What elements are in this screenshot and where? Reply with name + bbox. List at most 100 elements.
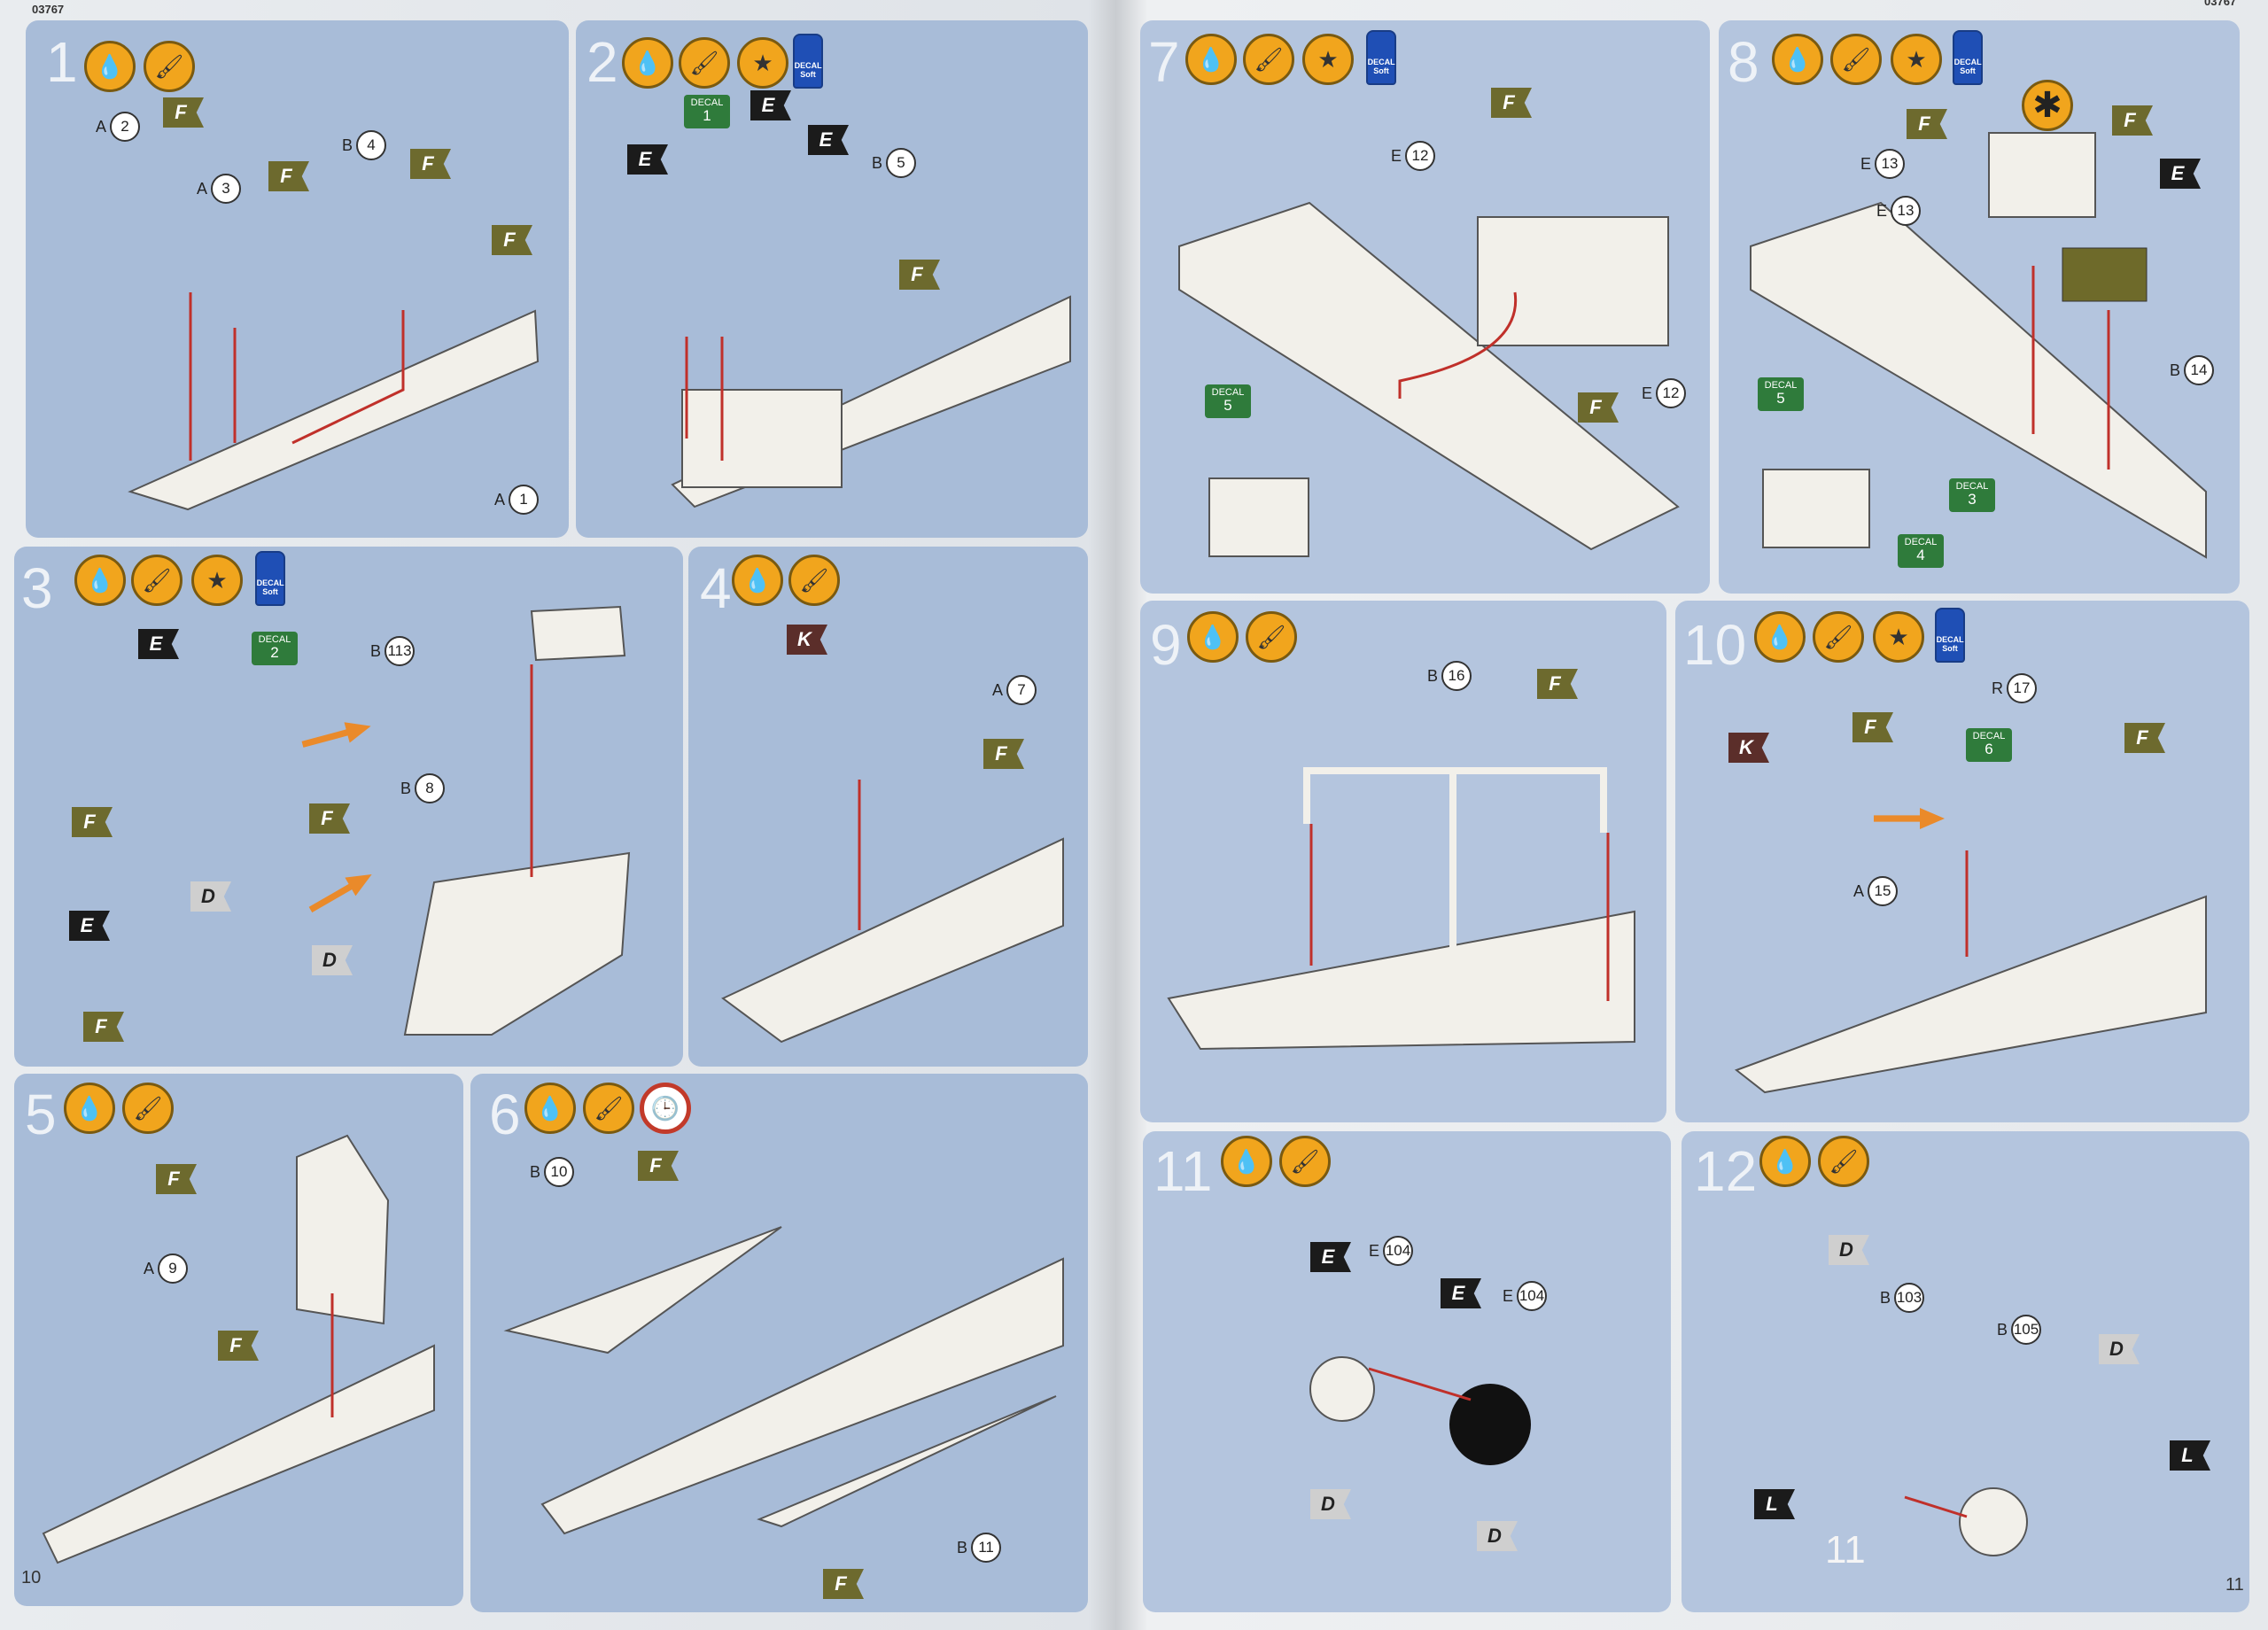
glue-icon: 💧 bbox=[732, 555, 783, 606]
bulkhead-step-5 bbox=[296, 1134, 390, 1325]
fuselage-step-6 bbox=[540, 1257, 1064, 1535]
fuselage-step-5 bbox=[42, 1344, 435, 1564]
sprue-letter: R bbox=[1992, 679, 2003, 697]
part-number: 104 bbox=[1383, 1236, 1414, 1266]
canopy-frame-step-9 bbox=[1303, 767, 1607, 983]
clock-icon: 🕒 bbox=[640, 1083, 691, 1134]
decal-label: DECAL bbox=[1211, 387, 1245, 398]
decal-number: 3 bbox=[1968, 491, 1977, 508]
glue-icon: 💧 bbox=[1772, 34, 1823, 85]
part-number: 12 bbox=[1656, 378, 1687, 408]
glue-icon: 💧 bbox=[622, 37, 673, 89]
glue-icon: 💧 bbox=[84, 41, 136, 92]
sprue-letter: E bbox=[1369, 1241, 1380, 1260]
part-number: 12 bbox=[1405, 141, 1436, 171]
part-number: 13 bbox=[1875, 149, 1906, 179]
paint-icon: 🖌 bbox=[583, 1083, 634, 1134]
step-number: 2 bbox=[586, 30, 618, 94]
page-number-left: 10 bbox=[21, 1568, 42, 1587]
step-number: 4 bbox=[700, 556, 732, 620]
seat-pair-step-8 bbox=[1762, 469, 1870, 548]
paint-flag-f: F bbox=[2112, 105, 2153, 136]
glue-icon: 💧 bbox=[1754, 611, 1806, 663]
paint-icon: 🖌 bbox=[1830, 34, 1882, 85]
booklet-code-left: 03767 bbox=[32, 3, 65, 16]
asterisk-icon: ✱ bbox=[2022, 80, 2073, 131]
assembly-arrow bbox=[1368, 1367, 1472, 1401]
paint-icon: 🖌 bbox=[679, 37, 730, 89]
glue-icon: 💧 bbox=[74, 555, 126, 606]
decal-label: DECAL bbox=[1764, 380, 1798, 391]
fuselage-step-10 bbox=[1734, 895, 2207, 1094]
sprue-letter: B bbox=[400, 779, 412, 797]
step-11-panel bbox=[1143, 1131, 1671, 1612]
decal-label: DECAL bbox=[258, 634, 291, 645]
booklet-code-right: 03767 bbox=[2204, 0, 2237, 8]
paint-icon: 🖌 bbox=[131, 555, 183, 606]
step-number: 11 bbox=[1153, 1139, 1213, 1203]
part-number: 5 bbox=[886, 148, 917, 178]
sprue-letter: A bbox=[197, 179, 208, 198]
sprue-letter: E bbox=[1860, 154, 1872, 173]
sprue-letter: B bbox=[872, 153, 883, 172]
part-number: 8 bbox=[415, 773, 446, 803]
bottle-label: DECAL Soft bbox=[1936, 635, 1964, 653]
sprue-letter: A bbox=[1853, 881, 1865, 900]
sprue-letter: B bbox=[342, 136, 353, 154]
step-number: 1 bbox=[46, 30, 78, 94]
cockpit-part-step-2 bbox=[681, 389, 843, 488]
decal-soft-bottle-icon: DECAL Soft bbox=[255, 551, 285, 606]
sprue-letter: E bbox=[1642, 384, 1653, 402]
paint-flag-d: D bbox=[190, 881, 231, 912]
part-number: 2 bbox=[110, 112, 141, 142]
subassembly-label: 11 bbox=[1825, 1528, 1866, 1572]
decal-soft-bottle-icon: DECAL Soft bbox=[1935, 608, 1965, 663]
sprue-letter: B bbox=[530, 1162, 541, 1181]
part-number: 15 bbox=[1868, 876, 1899, 906]
step-number: 6 bbox=[489, 1083, 521, 1146]
decal-number: 4 bbox=[1916, 547, 1925, 564]
sprue-letter: B bbox=[1880, 1288, 1891, 1307]
paint-flag-d: D bbox=[1829, 1235, 1869, 1265]
wheel-hub-step-11 bbox=[1309, 1356, 1375, 1422]
part-number: 1 bbox=[509, 485, 540, 515]
decal-number: 1 bbox=[703, 107, 711, 125]
decal-label: DECAL bbox=[690, 97, 724, 108]
part-number: 7 bbox=[1006, 675, 1037, 705]
seat-module-step-8 bbox=[2062, 247, 2148, 302]
fuselage-step-7 bbox=[1178, 201, 1680, 551]
paint-icon: 🖌 bbox=[788, 555, 840, 606]
sprue-letter: A bbox=[144, 1259, 155, 1277]
seat-frame-step-7 bbox=[1477, 216, 1669, 346]
paint-icon: 🖌 bbox=[1279, 1136, 1331, 1187]
sprue-letter: B bbox=[1427, 666, 1439, 685]
step-number: 3 bbox=[21, 556, 53, 620]
sprue-letter: A bbox=[992, 680, 1004, 699]
decal-icon: ★ bbox=[1891, 34, 1942, 85]
paint-icon: 🖌 bbox=[1813, 611, 1864, 663]
assembly-arrow bbox=[291, 310, 405, 445]
decal-soft-bottle-icon: DECAL Soft bbox=[793, 34, 823, 89]
part-number: 16 bbox=[1441, 661, 1472, 691]
decal-soft-bottle-icon: DECAL Soft bbox=[1366, 30, 1396, 85]
sprue-letter: A bbox=[96, 117, 107, 136]
part-number: 4 bbox=[356, 130, 387, 160]
cockpit-step-3 bbox=[403, 851, 631, 1036]
